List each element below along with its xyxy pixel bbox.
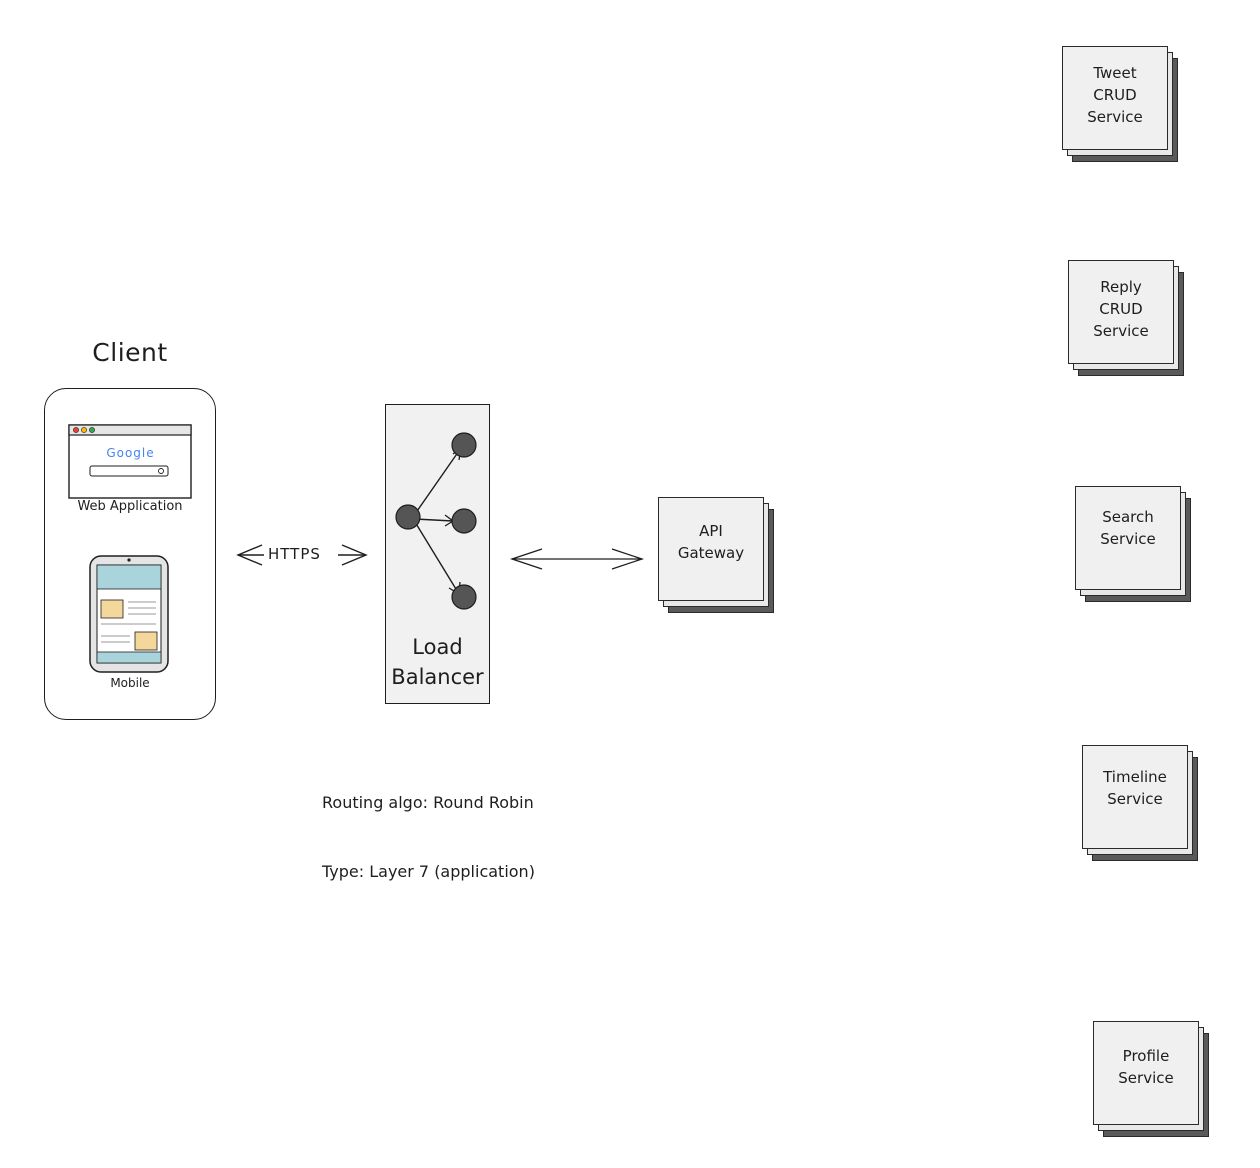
reply-service-line3: Service — [1093, 322, 1149, 340]
tweet-service-line3: Service — [1087, 108, 1143, 126]
load-balancer-fanout-icon — [395, 432, 477, 610]
tweet-service-line1: Tweet — [1093, 64, 1137, 82]
timeline-service-line2: Service — [1107, 790, 1163, 808]
timeline-service-line1: Timeline — [1103, 768, 1167, 786]
web-application-label: Web Application — [77, 499, 183, 514]
api-gateway-label-line1: API — [699, 522, 723, 540]
search-service-line1: Search — [1102, 508, 1154, 526]
mobile-phone-icon — [89, 555, 169, 673]
layer-type-note: Type: Layer 7 (application) — [322, 862, 535, 881]
client-title: Client — [92, 338, 168, 367]
lb-gateway-double-arrow — [509, 548, 645, 570]
load-balancer-label-line1: Load — [412, 635, 463, 659]
browser-window-icon — [68, 424, 192, 499]
https-double-arrow — [236, 544, 368, 566]
reply-service-line1: Reply — [1100, 278, 1142, 296]
routing-algo-note: Routing algo: Round Robin — [322, 793, 534, 812]
profile-service-line1: Profile — [1122, 1047, 1170, 1065]
load-balancer-label: Load Balancer — [385, 632, 490, 692]
api-gateway-label-line2: Gateway — [677, 544, 745, 562]
load-balancer-label-line2: Balancer — [391, 665, 484, 689]
profile-service-line2: Service — [1118, 1069, 1174, 1087]
reply-service-line2: CRUD — [1099, 300, 1143, 318]
https-label: HTTPS — [268, 545, 321, 563]
mobile-label: Mobile — [110, 676, 150, 690]
search-service-line2: Service — [1100, 530, 1156, 548]
load-balancer-note: Routing algo: Round Robin Type: Layer 7 … — [322, 745, 535, 906]
tweet-service-line2: CRUD — [1093, 86, 1137, 104]
browser-logo-text: Google — [106, 446, 155, 460]
